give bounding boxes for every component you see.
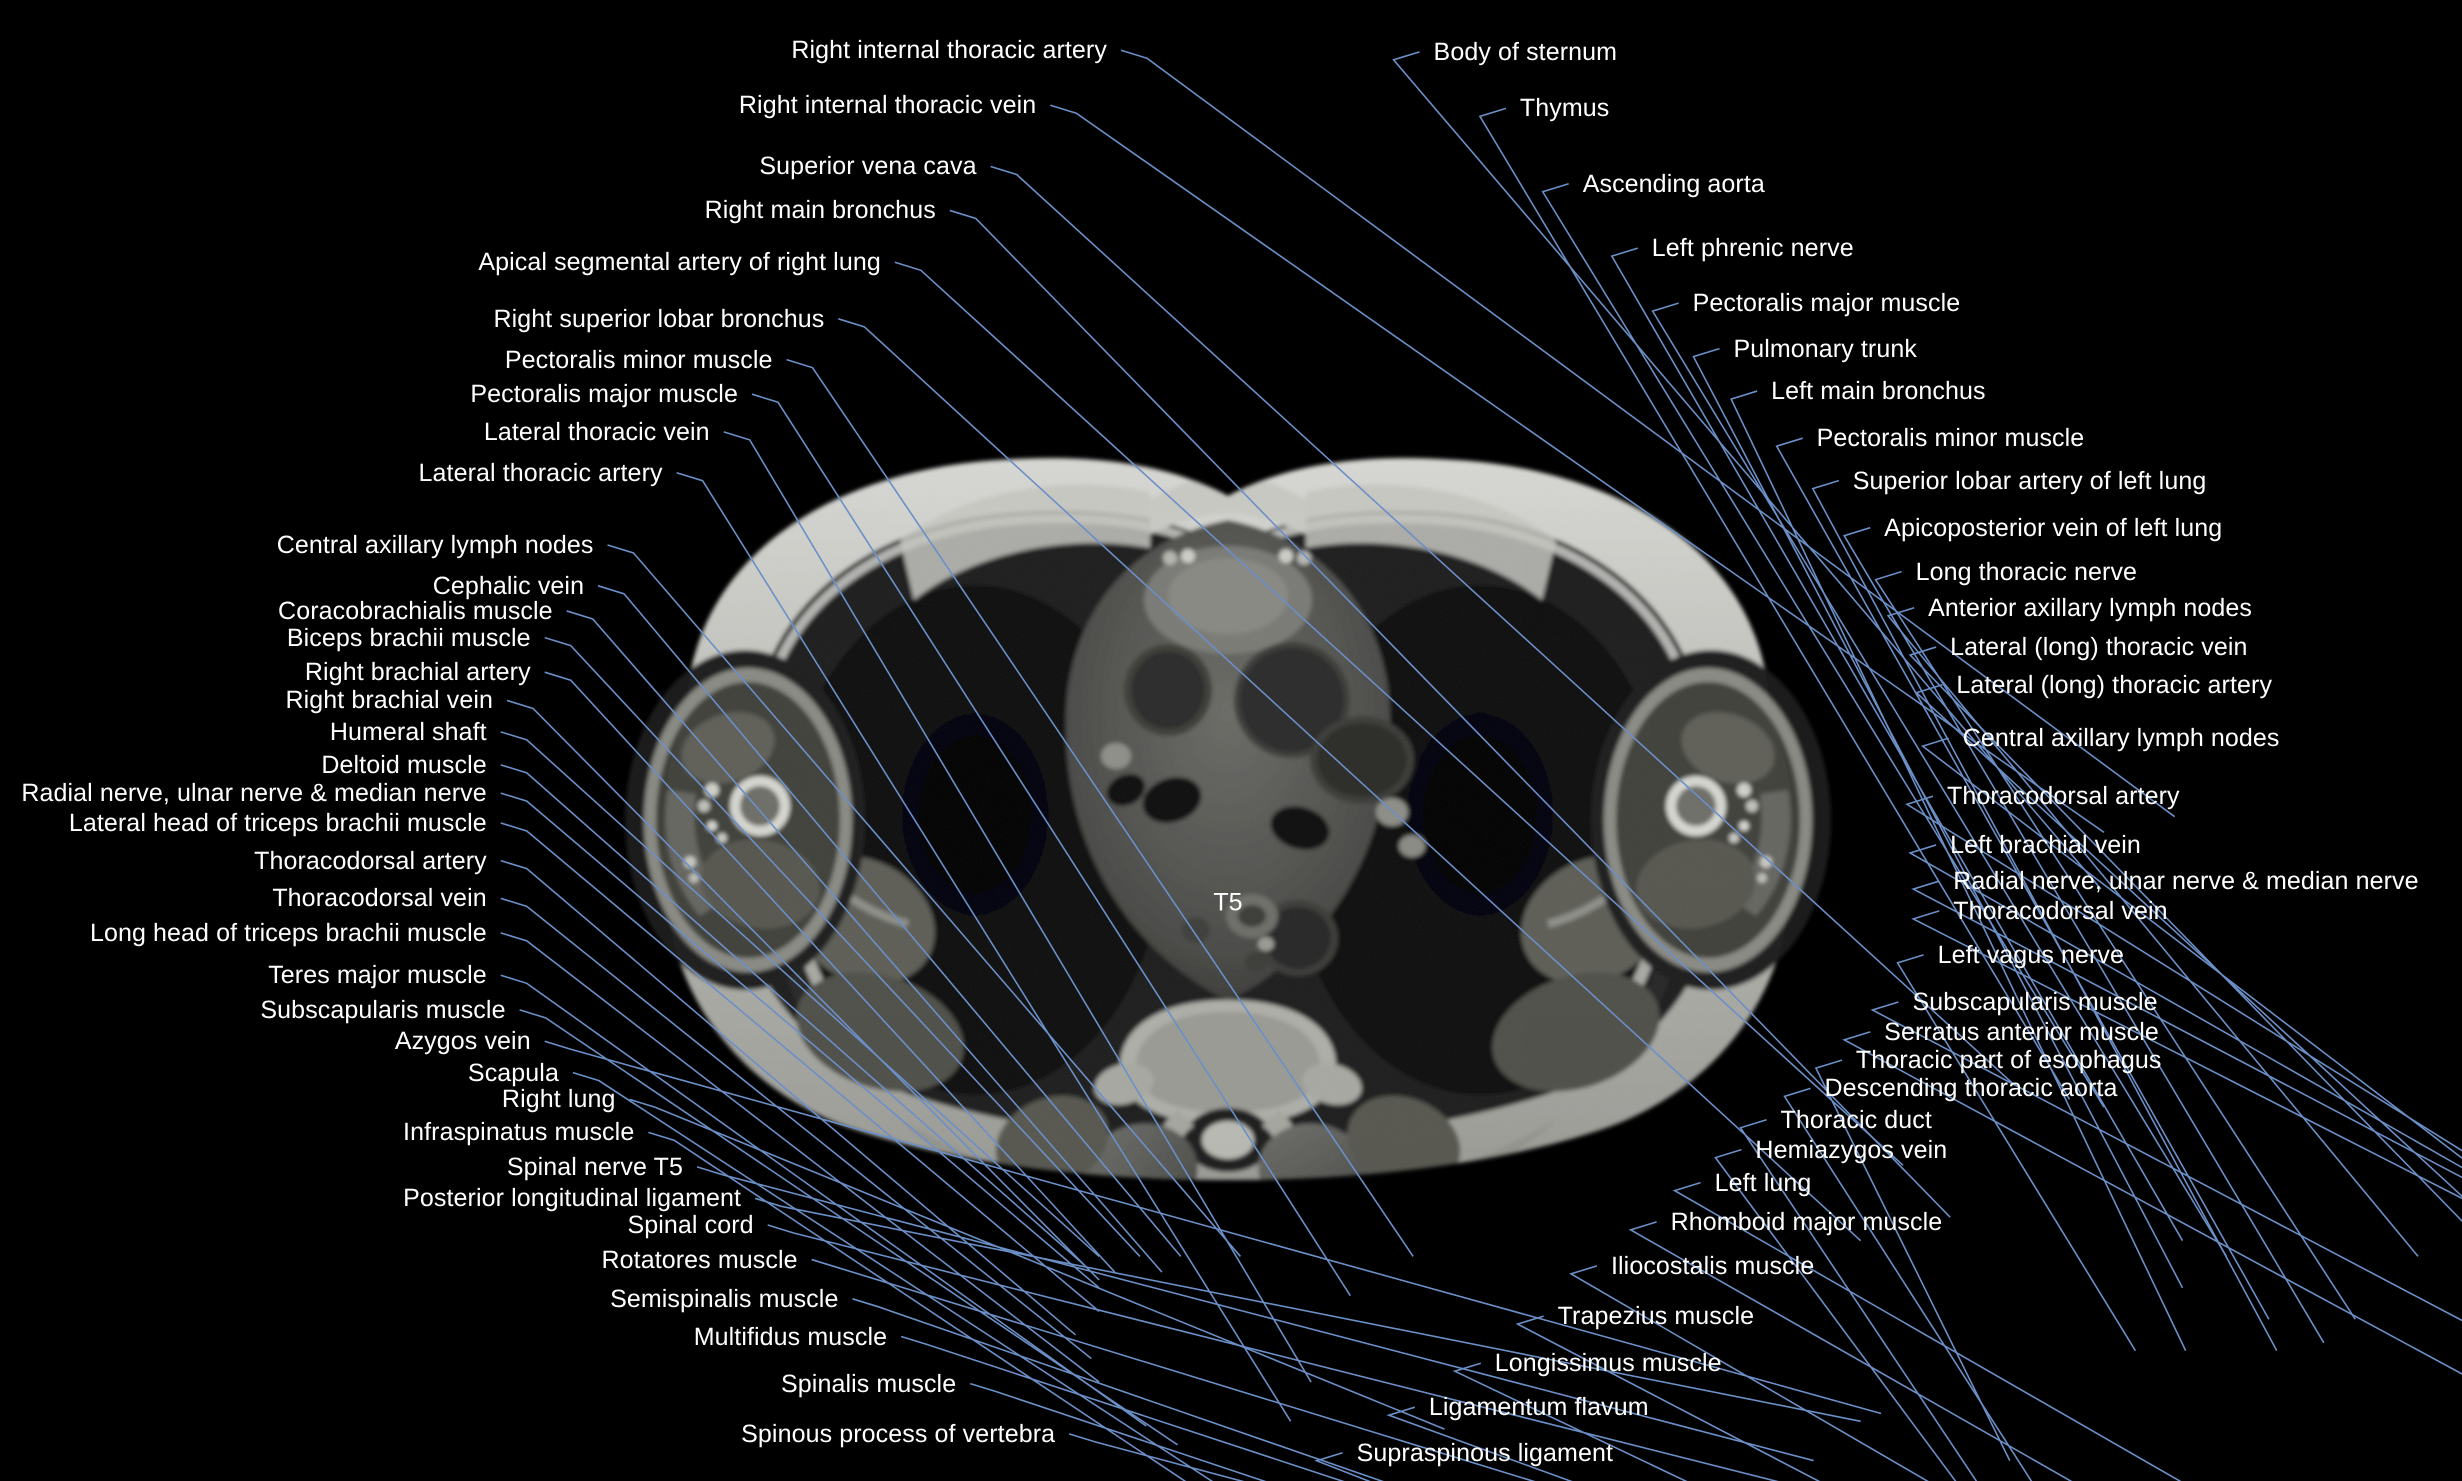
anatomy-label-lateral-thoracic-vein: Lateral thoracic vein	[483, 417, 710, 446]
anatomy-label-pectoralis-major-muscle: Pectoralis major muscle	[1692, 289, 1961, 318]
anatomy-label-central-axillary-lymph-nodes: Central axillary lymph nodes	[276, 530, 594, 559]
anatomy-label-pulmonary-trunk: Pulmonary trunk	[1733, 334, 1917, 363]
anatomy-label-thoracodorsal-artery: Thoracodorsal artery	[1946, 782, 2180, 811]
anatomy-label-apicoposterior-vein-of-left-lung: Apicoposterior vein of left lung	[1884, 513, 2223, 542]
anatomy-label-teres-major-muscle: Teres major muscle	[268, 961, 487, 990]
anatomy-label-body-of-sternum: Body of sternum	[1433, 37, 1618, 66]
anatomy-label-coracobrachialis-muscle: Coracobrachialis muscle	[278, 596, 553, 625]
anatomy-label-ligamentum-flavum: Ligamentum flavum	[1428, 1393, 1649, 1422]
anatomy-label-multifidus-muscle: Multifidus muscle	[693, 1322, 888, 1351]
anatomy-label-radial-nerve-ulnar-nerve-median-nerve: Radial nerve, ulnar nerve & median nerve	[21, 779, 487, 808]
anatomy-label-left-phrenic-nerve: Left phrenic nerve	[1651, 234, 1854, 263]
anatomy-label-right-internal-thoracic-vein: Right internal thoracic vein	[738, 91, 1037, 120]
anatomy-label-semispinalis-muscle: Semispinalis muscle	[610, 1284, 839, 1313]
anatomy-label-lateral-head-of-triceps-brachii-muscle: Lateral head of triceps brachii muscle	[68, 808, 487, 837]
anatomy-label-infraspinatus-muscle: Infraspinatus muscle	[403, 1118, 635, 1147]
anatomy-label-left-brachial-vein: Left brachial vein	[1950, 830, 2141, 859]
anatomy-label-superior-vena-cava: Superior vena cava	[759, 152, 977, 181]
anatomy-label-humeral-shaft: Humeral shaft	[329, 717, 487, 746]
anatomy-label-thoracic-part-of-esophagus: Thoracic part of esophagus	[1855, 1046, 2162, 1075]
anatomy-label-thoracodorsal-artery: Thoracodorsal artery	[254, 846, 487, 875]
anatomy-label-right-superior-lobar-bronchus: Right superior lobar bronchus	[493, 304, 825, 333]
anatomy-label-biceps-brachii-muscle: Biceps brachii muscle	[286, 623, 531, 652]
anatomy-label-lateral-long-thoracic-vein: Lateral (long) thoracic vein	[1950, 633, 2248, 662]
anatomy-label-deltoid-muscle: Deltoid muscle	[321, 750, 487, 779]
anatomy-label-lateral-long-thoracic-artery: Lateral (long) thoracic artery	[1956, 670, 2273, 699]
anatomy-label-azygos-vein: Azygos vein	[394, 1027, 531, 1056]
anatomy-label-left-vagus-nerve: Left vagus nerve	[1937, 940, 2125, 969]
anatomy-label-anterior-axillary-lymph-nodes: Anterior axillary lymph nodes	[1928, 593, 2253, 622]
anatomy-label-lateral-thoracic-artery: Lateral thoracic artery	[418, 458, 663, 487]
anatomy-label-ascending-aorta: Ascending aorta	[1582, 169, 1765, 198]
anatomy-label-left-lung: Left lung	[1714, 1168, 1812, 1197]
anatomy-label-spinous-process-of-vertebra: Spinous process of vertebra	[741, 1419, 1056, 1448]
anatomy-label-serratus-anterior-muscle: Serratus anterior muscle	[1884, 1017, 2159, 1046]
anatomy-label-posterior-longitudinal-ligament: Posterior longitudinal ligament	[403, 1184, 742, 1213]
anatomy-label-right-brachial-vein: Right brachial vein	[285, 686, 494, 715]
anatomy-label-apical-segmental-artery-of-right-lung: Apical segmental artery of right lung	[478, 248, 881, 277]
anatomy-label-thymus: Thymus	[1519, 94, 1610, 123]
anatomy-label-right-main-bronchus: Right main bronchus	[704, 196, 936, 225]
anatomy-label-central-axillary-lymph-nodes: Central axillary lymph nodes	[1962, 724, 2280, 753]
anatomy-label-supraspinous-ligament: Supraspinous ligament	[1356, 1438, 1614, 1467]
anatomy-label-radial-nerve-ulnar-nerve-median-nerve: Radial nerve, ulnar nerve & median nerve	[1953, 867, 2419, 896]
anatomy-label-rotatores-muscle: Rotatores muscle	[601, 1245, 798, 1274]
anatomy-label-spinal-cord: Spinal cord	[627, 1211, 754, 1239]
anatomy-label-iliocostalis-muscle: Iliocostalis muscle	[1610, 1251, 1815, 1280]
anatomy-label-left-main-bronchus: Left main bronchus	[1771, 377, 1986, 406]
anatomy-label-superior-lobar-artery-of-left-lung: Superior lobar artery of left lung	[1852, 466, 2207, 495]
anatomy-label-right-brachial-artery: Right brachial artery	[304, 658, 531, 687]
anatomy-label-right-internal-thoracic-artery: Right internal thoracic artery	[791, 36, 1107, 65]
anatomy-label-rhomboid-major-muscle: Rhomboid major muscle	[1670, 1207, 1943, 1236]
anatomy-label-longissimus-muscle: Longissimus muscle	[1494, 1349, 1722, 1378]
anatomy-label-thoracodorsal-vein: Thoracodorsal vein	[1953, 896, 2168, 925]
anatomy-label-spinal-nerve-t5: Spinal nerve T5	[506, 1152, 684, 1181]
anatomy-label-descending-thoracic-aorta: Descending thoracic aorta	[1824, 1074, 2118, 1103]
anatomy-label-cephalic-vein: Cephalic vein	[432, 571, 585, 600]
anatomy-label-pectoralis-minor-muscle: Pectoralis minor muscle	[1816, 424, 2085, 453]
anatomy-label-long-head-of-triceps-brachii-muscle: Long head of triceps brachii muscle	[89, 918, 487, 947]
anatomy-label-right-lung: Right lung	[501, 1085, 616, 1114]
anatomy-label-pectoralis-major-muscle: Pectoralis major muscle	[470, 380, 738, 409]
anatomy-label-trapezius-muscle: Trapezius muscle	[1557, 1302, 1755, 1331]
anatomy-label-hemiazygos-vein: Hemiazygos vein	[1755, 1135, 1948, 1164]
anatomy-label-thoracodorsal-vein: Thoracodorsal vein	[272, 884, 487, 913]
anatomy-label-long-thoracic-nerve: Long thoracic nerve	[1915, 557, 2138, 586]
anatomy-label-scapula: Scapula	[467, 1058, 559, 1087]
anatomy-label-spinalis-muscle: Spinalis muscle	[781, 1369, 957, 1398]
vertebra-t5-label: T5	[1213, 888, 1243, 917]
anatomy-label-subscapularis-muscle: Subscapularis muscle	[1912, 987, 2158, 1016]
anatomy-label-thoracic-duct: Thoracic duct	[1780, 1105, 1932, 1134]
anatomy-label-pectoralis-minor-muscle: Pectoralis minor muscle	[504, 345, 773, 374]
anatomy-label-subscapularis-muscle: Subscapularis muscle	[260, 995, 506, 1024]
